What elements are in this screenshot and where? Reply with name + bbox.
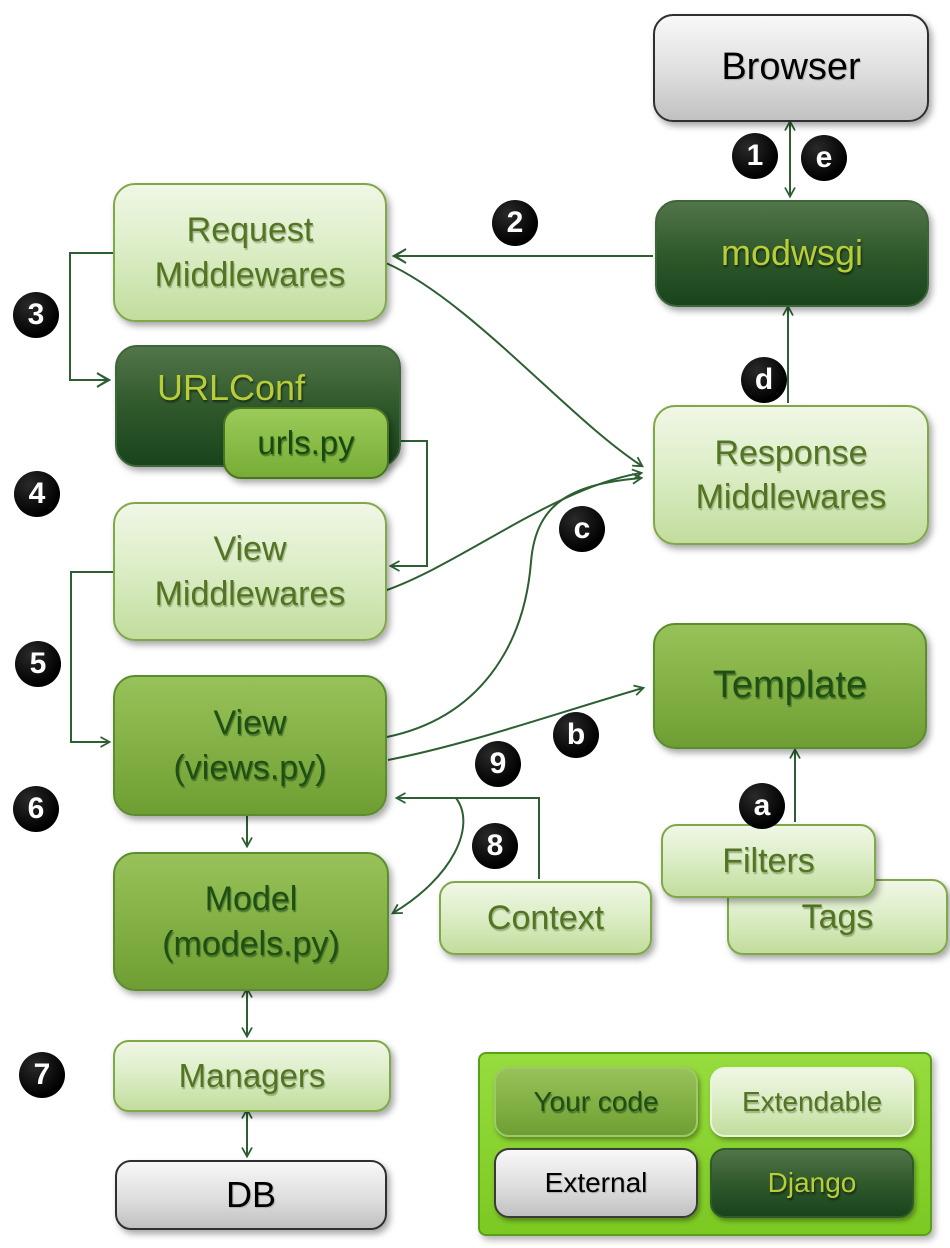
curve-view-middlewares-response-middlewares <box>383 468 644 592</box>
curve-view-template <box>387 684 646 761</box>
badge-a: a <box>739 783 785 829</box>
node-view-middlewares-label: View Middlewares <box>154 530 346 613</box>
node-urlspy: urls.py <box>223 407 389 479</box>
node-db-label: DB <box>225 1173 276 1215</box>
badge-d: d <box>741 357 787 403</box>
legend-item-external: External <box>494 1148 698 1218</box>
badge-8: 8 <box>472 823 518 869</box>
node-model-label: Model (models.py) <box>162 880 340 963</box>
node-modwsgi: modwsgi <box>655 200 929 307</box>
legend-your-code-label: Your code <box>533 1085 659 1117</box>
arrow-2-extra-chevron <box>393 248 407 264</box>
badge-4: 4 <box>14 471 60 517</box>
badge-b: b <box>553 712 599 758</box>
badge-5: 5 <box>15 641 61 687</box>
legend-item-django: Django <box>710 1148 914 1218</box>
badge-e: e <box>801 135 847 181</box>
node-view: View (views.py) <box>113 675 387 816</box>
legend-django-label: Django <box>767 1166 857 1198</box>
node-browser: Browser <box>653 14 929 122</box>
node-template-label: Template <box>712 664 868 707</box>
node-managers: Managers <box>113 1040 391 1112</box>
badge-c: c <box>559 506 605 552</box>
arrow-3-extra-chevron <box>96 372 110 388</box>
node-view-label: View (views.py) <box>173 704 327 787</box>
legend-item-extendable: Extendable <box>710 1067 914 1137</box>
legend-extendable-label: Extendable <box>741 1085 883 1117</box>
badge-1: 1 <box>732 133 778 179</box>
node-tags-label: Tags <box>801 897 874 936</box>
node-response-middlewares-label: Response Middlewares <box>695 433 887 516</box>
badge-9: 9 <box>475 741 521 787</box>
badge-6: 6 <box>13 786 59 832</box>
node-response-middlewares: Response Middlewares <box>653 405 929 545</box>
node-filters: Filters <box>661 824 876 898</box>
node-managers-label: Managers <box>178 1056 326 1094</box>
legend: Your code Extendable External Django <box>478 1052 932 1236</box>
node-filters-label: Filters <box>722 841 815 880</box>
node-browser-label: Browser <box>721 46 861 89</box>
node-request-middlewares: Request Middlewares <box>113 183 387 322</box>
badge-2: 2 <box>492 200 538 246</box>
curve-view-response-middlewares <box>386 472 644 738</box>
elbow-context-view <box>394 792 540 879</box>
node-context-label: Context <box>486 898 605 937</box>
node-context: Context <box>439 881 652 955</box>
elbow-request-middlewares-urlconf <box>69 252 113 386</box>
badge-7: 7 <box>19 1052 65 1098</box>
node-template: Template <box>653 623 927 749</box>
node-db: DB <box>115 1160 387 1230</box>
node-request-middlewares-label: Request Middlewares <box>154 211 346 294</box>
node-modwsgi-label: modwsgi <box>720 232 864 274</box>
node-model: Model (models.py) <box>113 852 389 991</box>
node-view-middlewares: View Middlewares <box>113 502 387 641</box>
curve-request-middlewares-response-middlewares <box>385 262 644 468</box>
legend-external-label: External <box>544 1166 648 1198</box>
curve-context-model <box>390 797 465 915</box>
node-urlconf-label: URLConf <box>157 367 306 408</box>
legend-item-your-code: Your code <box>494 1067 698 1137</box>
elbow-urlspy-view-middlewares <box>383 440 428 572</box>
elbow-view-middlewares-view <box>70 571 113 748</box>
badge-3: 3 <box>13 292 59 338</box>
node-urlspy-label: urls.py <box>257 423 355 461</box>
